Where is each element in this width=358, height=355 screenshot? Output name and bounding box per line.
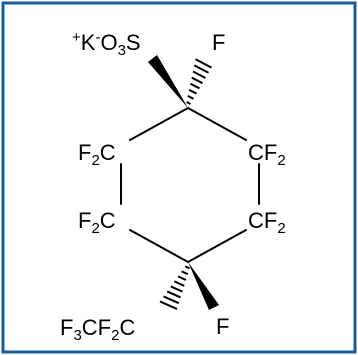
hashed-bond-c1-f [186, 58, 212, 105]
wedge-bond-c1-so3 [148, 55, 188, 108]
label-cf2-right-top: CF2 [248, 140, 286, 169]
bond-c1-c2 [129, 107, 189, 141]
bond-c3-c4 [129, 229, 189, 263]
label-cf2-left-top: F2C [78, 140, 116, 169]
label-fluorine-top: F [212, 30, 225, 55]
label-cf2-left-bottom: F2C [78, 208, 116, 237]
hashed-bond-c4-c2f5 [159, 265, 191, 310]
bond-c1-c6 [187, 107, 247, 141]
label-pentafluoroethyl: F3CF2C [60, 315, 135, 344]
label-fluorine-bottom: F [216, 314, 229, 339]
label-cf2-right-bottom: CF2 [248, 208, 286, 237]
label-potassium-sulfonate: +K-O3S [72, 29, 141, 59]
wedge-bond-c4-f [188, 262, 219, 310]
bond-c5-c4 [187, 229, 247, 263]
